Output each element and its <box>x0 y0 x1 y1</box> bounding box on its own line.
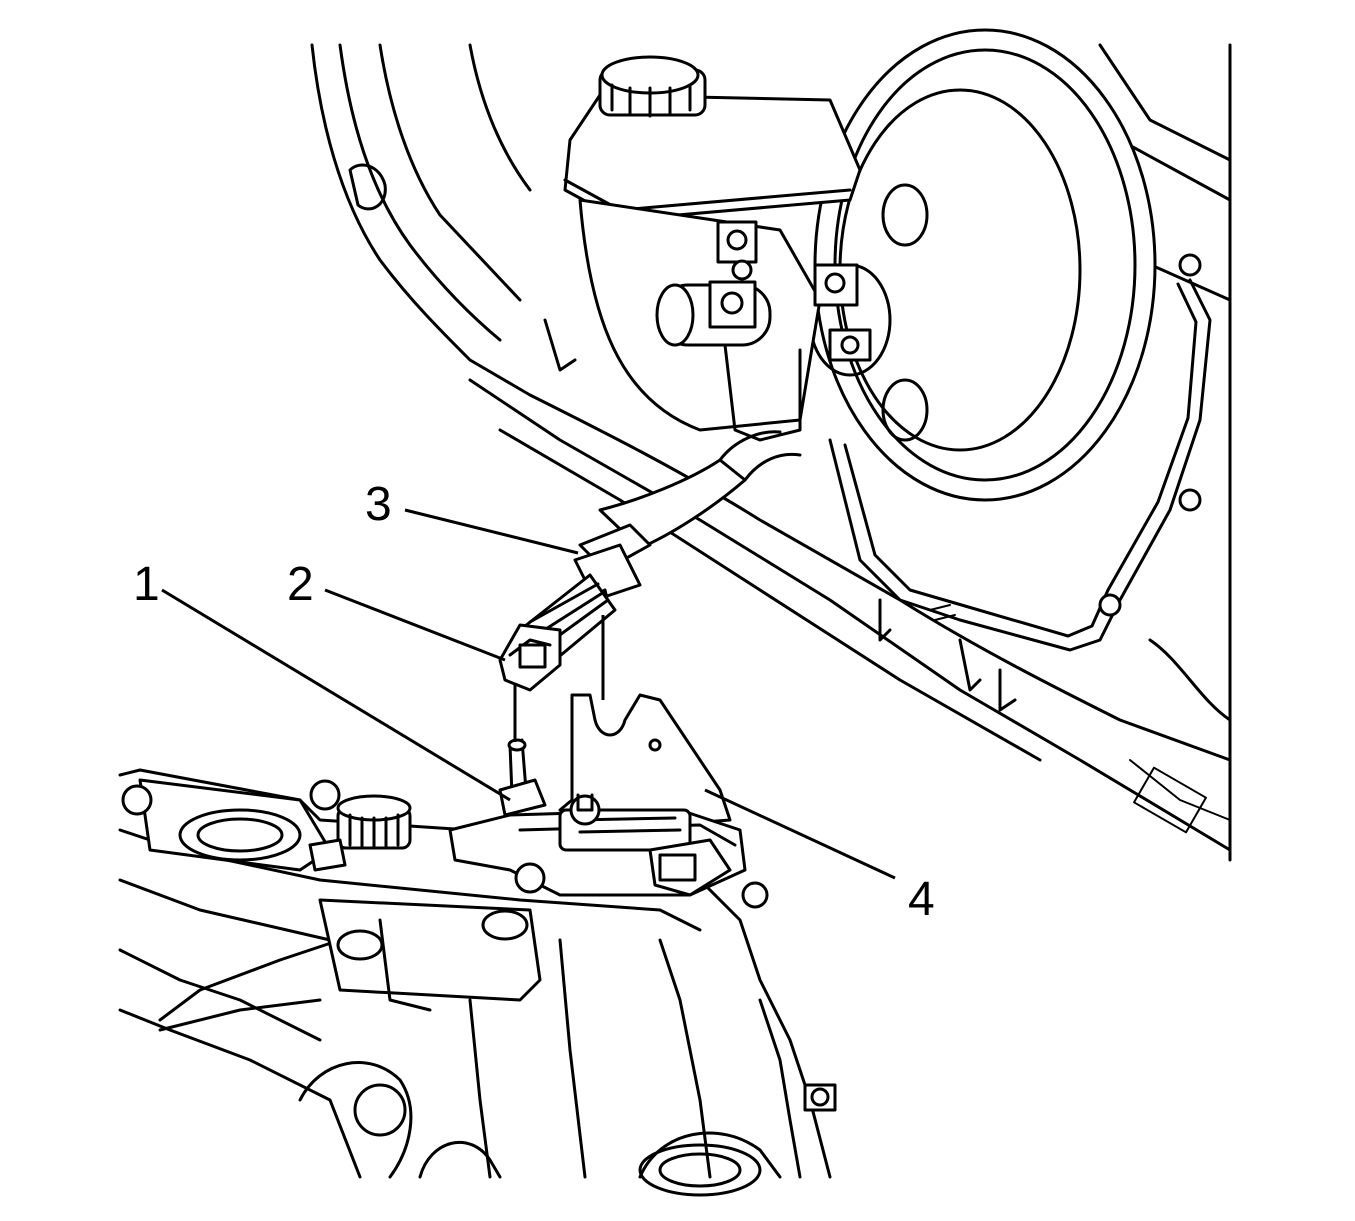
brake-master-cylinder <box>563 55 872 442</box>
transmission-range-sensor <box>448 793 769 909</box>
shift-cable <box>573 430 802 622</box>
brake-lines <box>828 253 1212 712</box>
cable-end-fitting <box>498 623 562 692</box>
callout-1: 1 <box>133 558 160 611</box>
transmission-mount <box>121 778 542 1012</box>
callout-leaders <box>161 508 896 880</box>
callout-2: 2 <box>287 558 314 611</box>
callout-3: 3 <box>365 478 392 531</box>
brake-booster <box>808 28 1157 502</box>
callout-4: 4 <box>908 873 935 926</box>
manual-shaft-lever-pin <box>498 738 547 817</box>
alignment-lines <box>513 615 605 742</box>
firewall-panel <box>310 43 1232 862</box>
fill-cap <box>308 794 412 872</box>
